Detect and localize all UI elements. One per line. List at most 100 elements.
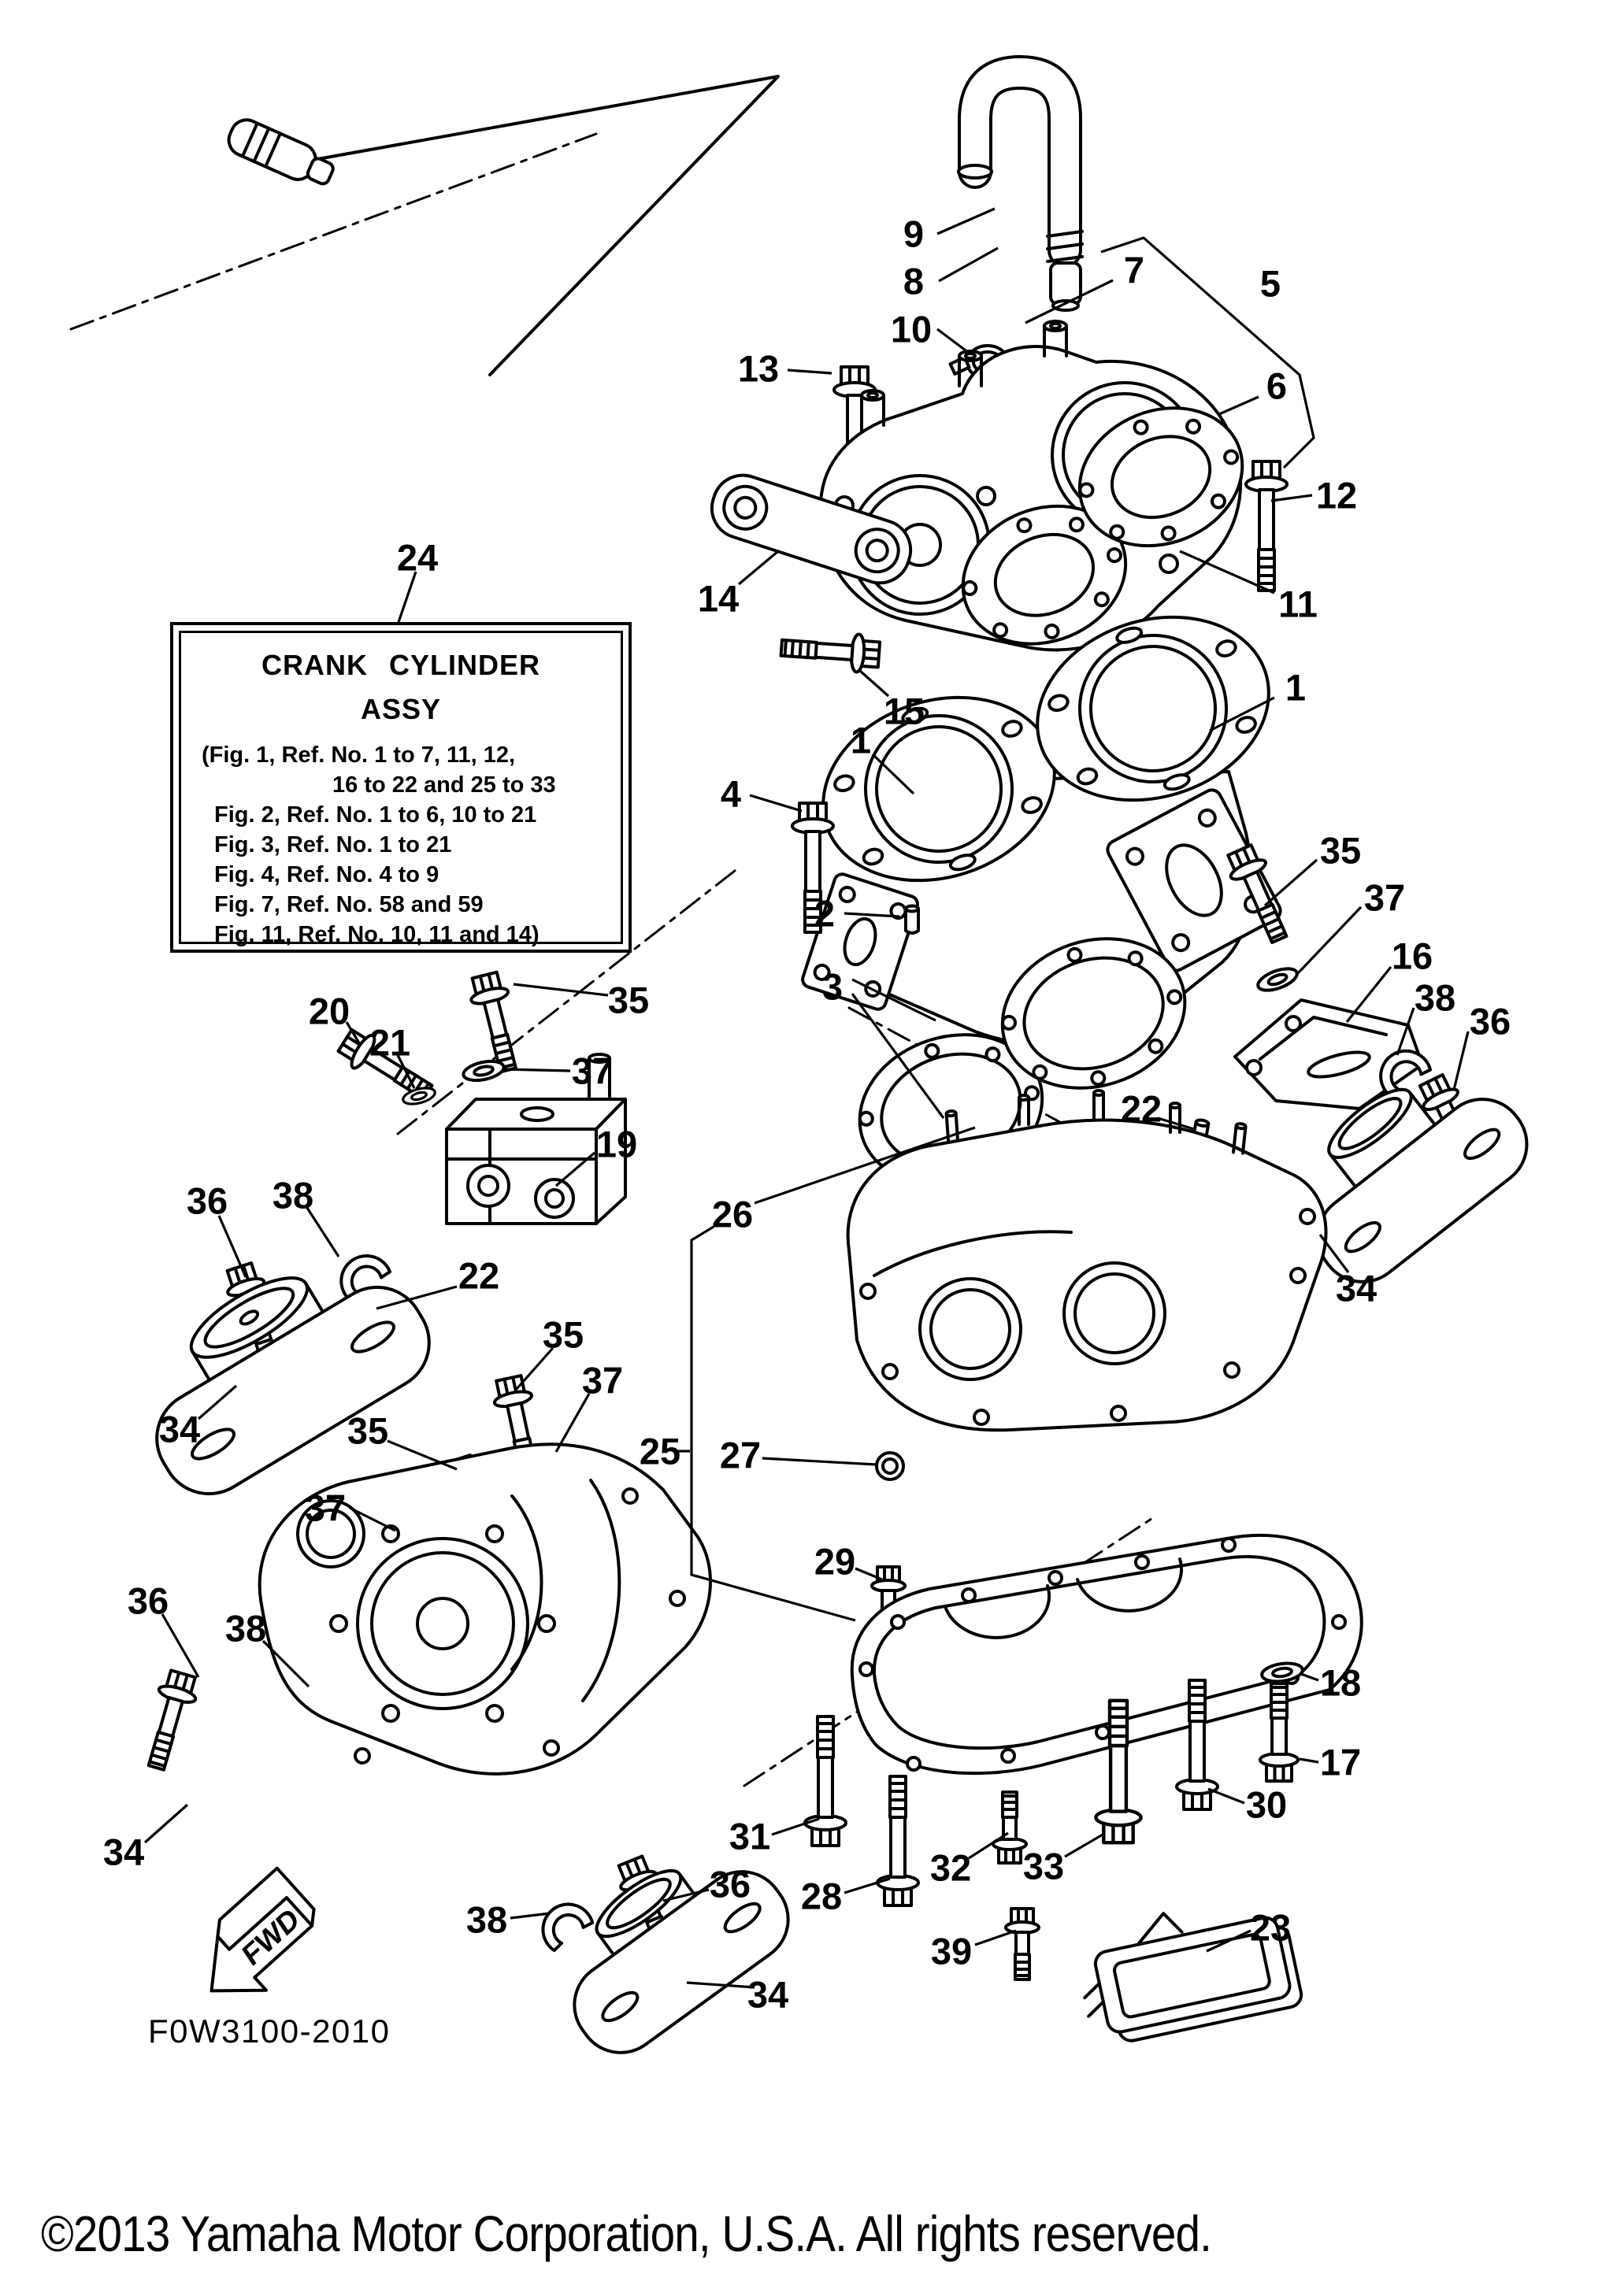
note-line: (Fig. 1, Ref. No. 1 to 7, 11, 12, xyxy=(202,742,516,768)
callout-34: 34 xyxy=(747,1974,788,2016)
note-line: Fig. 2, Ref. No. 1 to 6, 10 to 21 xyxy=(214,802,537,828)
callout-23: 23 xyxy=(1250,1907,1291,1949)
callout-11: 11 xyxy=(1278,583,1318,625)
centerline xyxy=(396,866,740,1135)
note-subtitle: ASSY xyxy=(360,693,442,725)
leader-line xyxy=(1209,696,1275,732)
leader-line xyxy=(754,1126,976,1205)
leader-line xyxy=(261,1639,310,1688)
centerline xyxy=(69,132,598,331)
callout-24: 24 xyxy=(397,537,438,579)
bolt-icon xyxy=(992,1791,1028,1865)
leader-line xyxy=(1218,395,1259,416)
callout-15: 15 xyxy=(884,691,925,732)
leader-line xyxy=(143,1803,189,1844)
callout-25: 25 xyxy=(640,1431,680,1472)
callout-31: 31 xyxy=(729,1816,770,1857)
bolt-icon xyxy=(803,1715,847,1847)
callout-36: 36 xyxy=(128,1580,169,1622)
leader-line xyxy=(1025,279,1114,324)
leader-line xyxy=(306,1207,340,1257)
bolt-icon xyxy=(778,627,882,676)
note-line: Fig. 4, Ref. No. 4 to 9 xyxy=(214,862,439,887)
leader-line xyxy=(855,1567,883,1581)
leader-line xyxy=(762,1457,877,1466)
copyright-text: ©2013 Yamaha Motor Corporation, U.S.A. A… xyxy=(41,2205,1212,2262)
bolt-icon xyxy=(1244,460,1289,592)
callout-35: 35 xyxy=(347,1410,388,1452)
callout-37: 37 xyxy=(305,1487,346,1529)
callout-27: 27 xyxy=(720,1435,761,1476)
engine-mount xyxy=(1316,1087,1529,1283)
callout-3: 3 xyxy=(822,966,843,1008)
leader-line xyxy=(387,1439,458,1471)
callout-6: 6 xyxy=(1266,365,1287,407)
leader-line xyxy=(690,1225,856,1622)
bolt-icon xyxy=(464,968,528,1076)
leader-line xyxy=(844,1877,891,1894)
callout-36: 36 xyxy=(1470,1001,1511,1042)
callout-26: 26 xyxy=(712,1194,753,1235)
leader-line xyxy=(513,983,609,997)
callout-32: 32 xyxy=(930,1847,971,1889)
leader-line xyxy=(871,753,915,795)
bolt-icon xyxy=(876,1775,920,1907)
leader-line xyxy=(1299,1757,1319,1764)
callout-22: 22 xyxy=(458,1255,499,1297)
leader-line xyxy=(787,368,832,375)
leader-line xyxy=(686,1981,755,1989)
callout-16: 16 xyxy=(1392,935,1433,977)
leader-line xyxy=(554,1151,596,1187)
callout-4: 4 xyxy=(721,773,741,815)
callout-28: 28 xyxy=(801,1876,842,1917)
callout-14: 14 xyxy=(698,578,739,620)
leader-line xyxy=(936,328,970,354)
callout-38: 38 xyxy=(225,1608,266,1650)
washer-icon xyxy=(1253,962,1302,997)
callout-20: 20 xyxy=(309,991,350,1032)
leader-line xyxy=(938,246,999,283)
leader-line xyxy=(197,1384,238,1420)
callout-34: 34 xyxy=(103,1831,144,1873)
callout-5: 5 xyxy=(1260,263,1281,305)
callout-30: 30 xyxy=(1246,1784,1287,1826)
callout-1: 1 xyxy=(1285,667,1306,709)
note-line: 16 to 22 and 25 to 33 xyxy=(332,772,556,798)
note-line: Fig. 3, Ref. No. 1 to 21 xyxy=(214,832,452,857)
damper-clip-icon xyxy=(533,1894,594,1952)
callout-37: 37 xyxy=(582,1360,623,1402)
leader-line xyxy=(1452,1031,1470,1091)
bolt-icon xyxy=(136,1667,203,1775)
note-inner-border: CRANK CYLINDER ASSY (Fig. 1, Ref. No. 1 … xyxy=(179,631,623,947)
dowel-pin-icon xyxy=(904,904,920,935)
callout-17: 17 xyxy=(1320,1742,1361,1783)
oring-icon xyxy=(875,1451,905,1481)
callout-35: 35 xyxy=(543,1314,584,1356)
callout-34: 34 xyxy=(159,1409,200,1450)
leader-line xyxy=(1100,236,1315,469)
leader-line xyxy=(1345,966,1392,1023)
callout-13: 13 xyxy=(738,348,779,390)
leader-line xyxy=(1396,1007,1415,1056)
callout-18: 18 xyxy=(1320,1662,1361,1704)
leader-line xyxy=(851,993,945,1119)
callout-8: 8 xyxy=(903,261,924,302)
leader-line xyxy=(217,1215,247,1278)
callout-35: 35 xyxy=(608,980,649,1021)
callout-36: 36 xyxy=(187,1180,228,1222)
callout-12: 12 xyxy=(1316,475,1357,517)
leader-line xyxy=(974,1929,1017,1946)
leader-line xyxy=(749,794,803,813)
leader-line xyxy=(771,1817,820,1836)
leader-line xyxy=(510,1912,551,1920)
callout-22: 22 xyxy=(1121,1088,1162,1130)
crankcase-upper xyxy=(846,1089,1328,1432)
leader-line xyxy=(1263,858,1318,907)
note-line: Fig. 11, Ref. No. 10, 11 and 14) xyxy=(214,922,540,947)
callout-38: 38 xyxy=(1415,977,1455,1019)
leader-line xyxy=(1206,1929,1251,1953)
leader-line xyxy=(161,1613,200,1678)
leader-line xyxy=(396,1054,416,1089)
callout-36: 36 xyxy=(710,1864,751,1905)
